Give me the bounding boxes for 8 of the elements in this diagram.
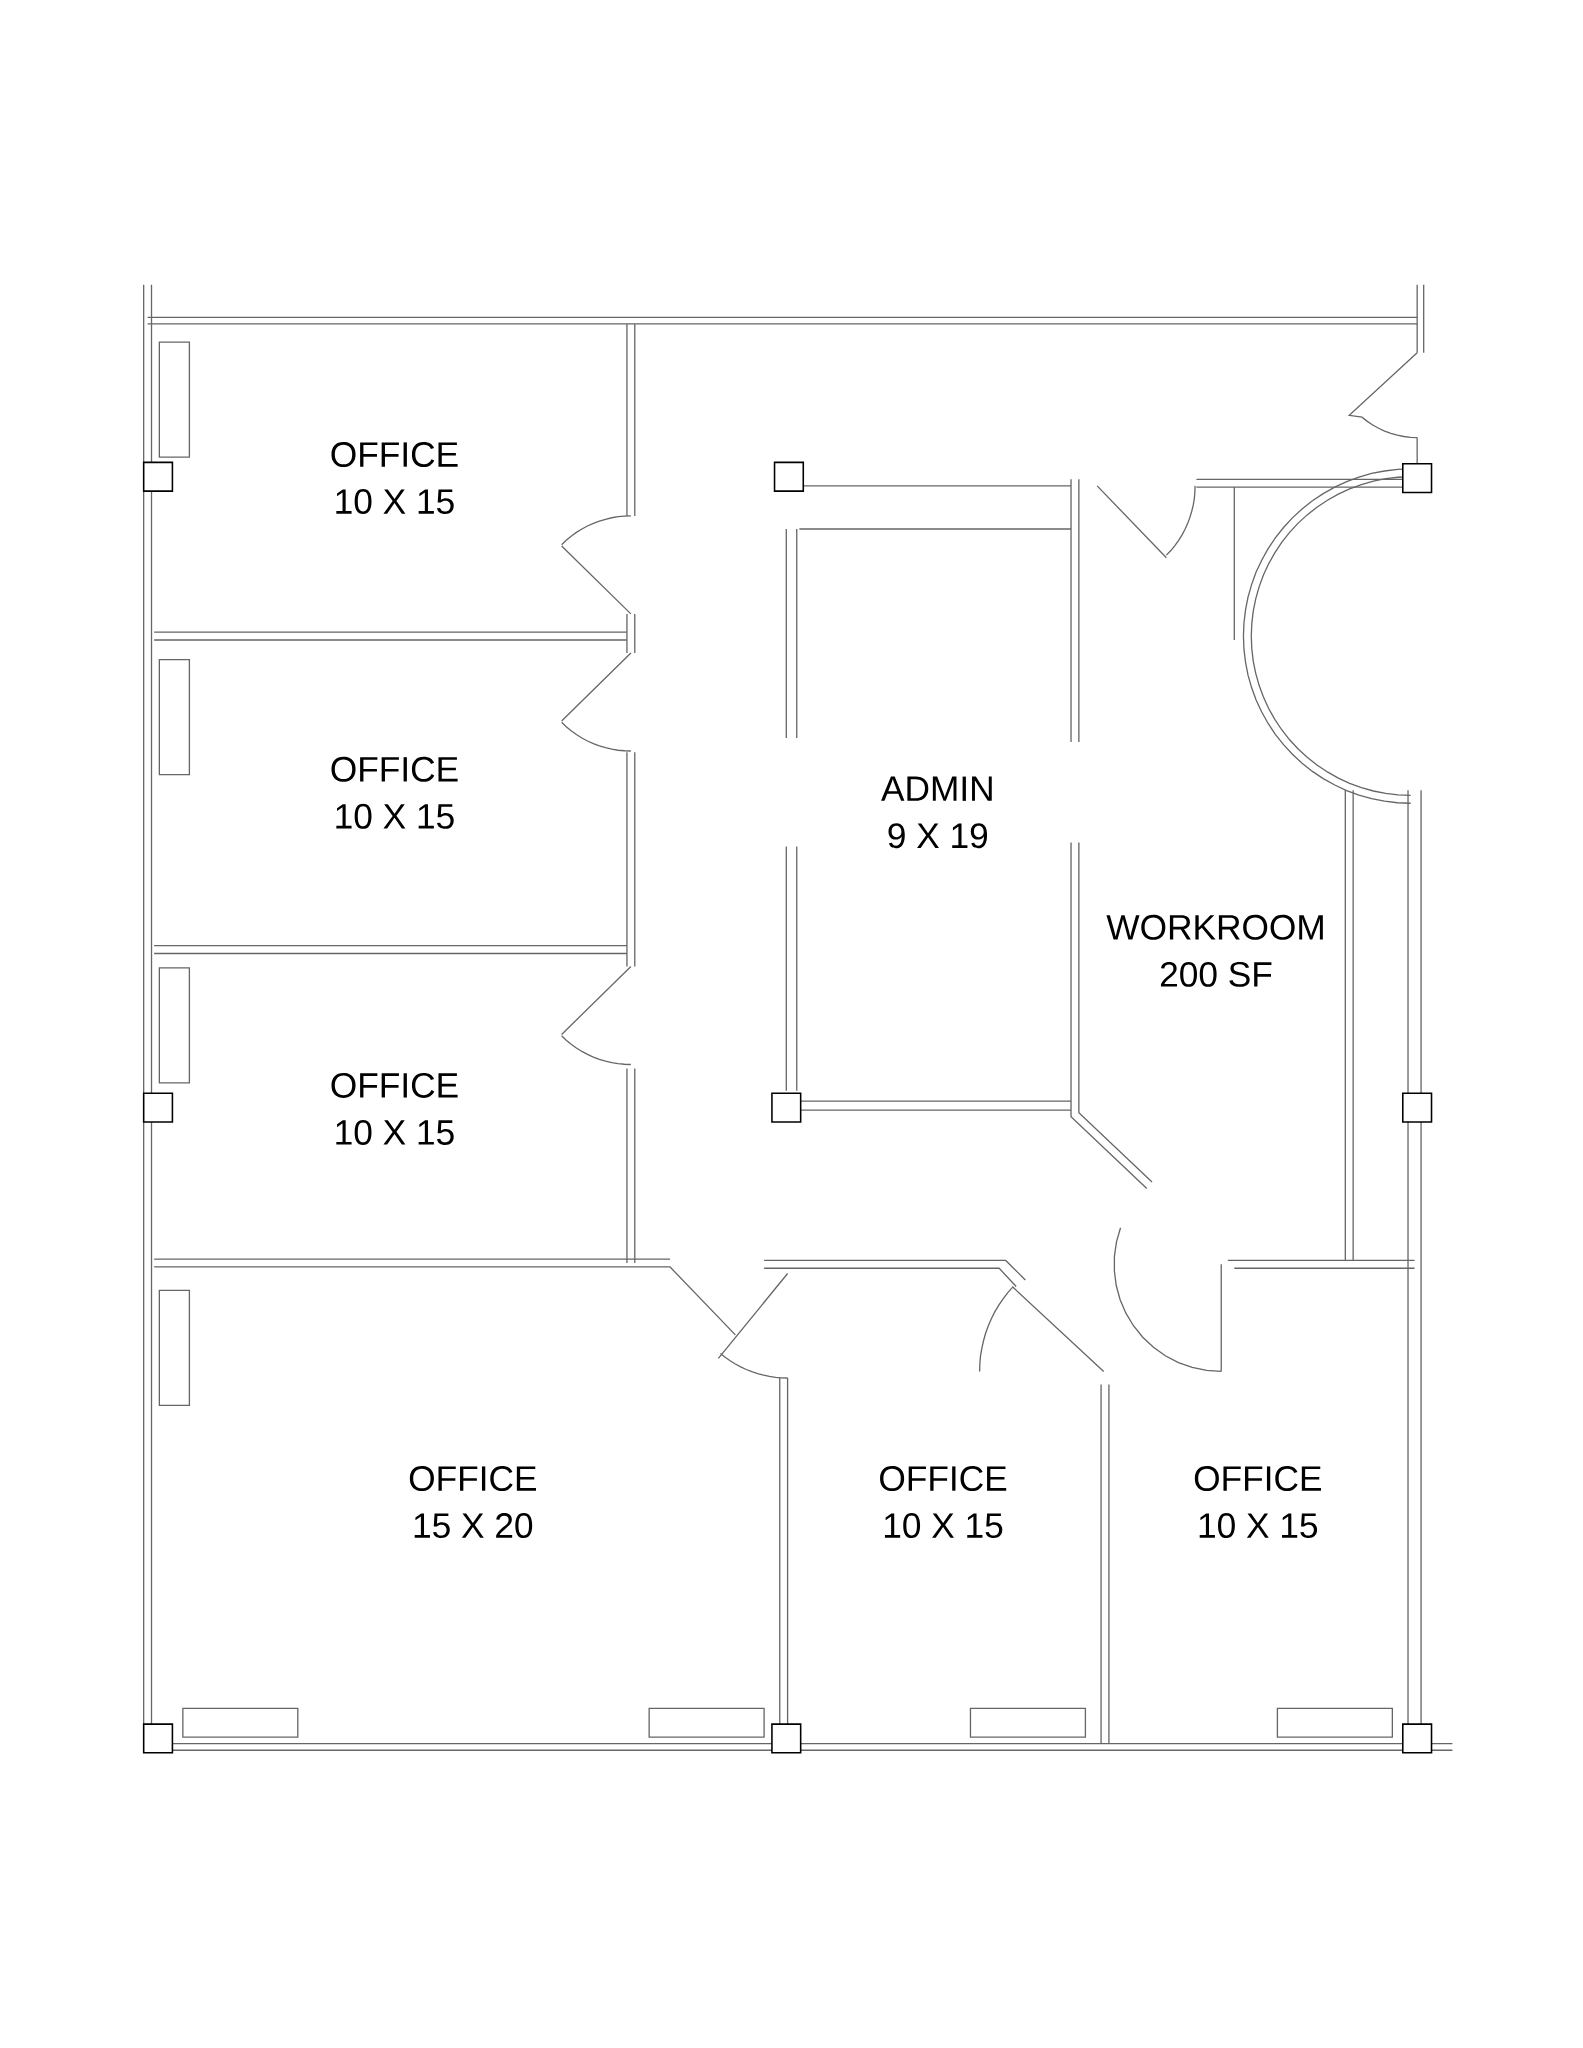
room-label: OFFICE 10 X 15 (880, 1466, 1007, 1539)
room-label: OFFICE 10 X 15 (331, 756, 458, 829)
room-label: OFFICE 10 X 15 (331, 1072, 458, 1145)
room-label: ADMIN 9 X 19 (881, 776, 992, 849)
room-label: OFFICE 15 X 20 (409, 1466, 536, 1539)
room-label: WORKROOM 200 SF (1106, 914, 1323, 987)
room-label: OFFICE 10 X 15 (331, 442, 458, 515)
room-label: OFFICE 10 X 15 (1194, 1466, 1321, 1539)
